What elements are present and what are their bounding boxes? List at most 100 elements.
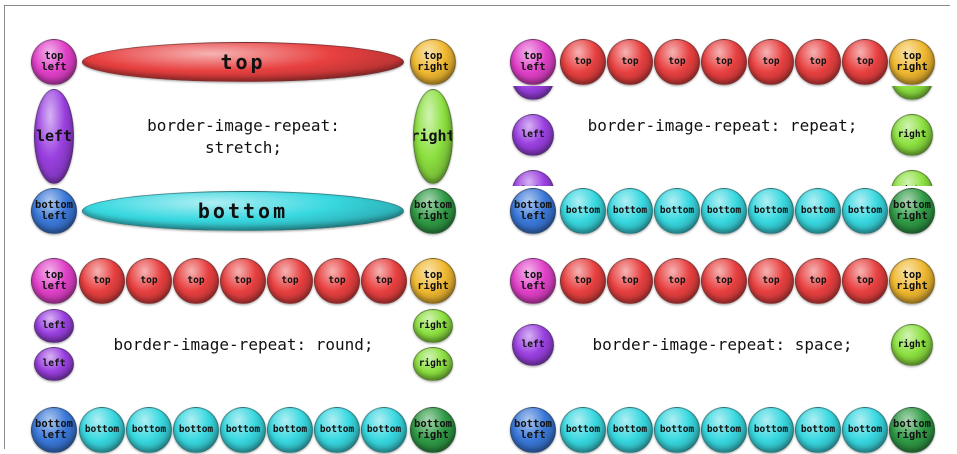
- demo-space: top left top right bottom left bottom right…: [510, 258, 935, 453]
- bottom-ball: bottom: [173, 407, 219, 453]
- bottom-label: bottom: [366, 424, 402, 436]
- bottom-left-label: bottom left: [35, 417, 73, 441]
- top-left-ball: top left: [510, 258, 556, 304]
- bottom-right-label: bottom right: [893, 198, 931, 222]
- top-ball: top: [126, 258, 172, 304]
- top-right-ball: top right: [889, 258, 935, 304]
- top-ball: top: [82, 42, 404, 82]
- top-label: top: [809, 275, 827, 287]
- top-label: top: [234, 275, 252, 287]
- top-left-ball: top left: [510, 39, 556, 85]
- bottom-label: bottom: [565, 424, 601, 436]
- bottom-right-label: bottom right: [414, 417, 452, 441]
- bottom-left-ball: bottom left: [510, 407, 556, 453]
- bottom-right-ball: bottom right: [410, 407, 456, 453]
- top-label: top: [574, 56, 592, 68]
- bottom-right-label: bottom right: [893, 417, 931, 441]
- top-label: top: [375, 275, 393, 287]
- right-ball: right: [413, 89, 453, 184]
- demo-repeat: top left top right bottom left bottom right…: [510, 39, 935, 234]
- top-label: top: [621, 56, 639, 68]
- top-left-label: top left: [520, 49, 546, 73]
- right-label: right: [418, 320, 448, 332]
- top-left-ball: top left: [31, 39, 77, 85]
- bottom-left-label: bottom left: [514, 417, 552, 441]
- left-ball: left: [512, 86, 554, 100]
- bottom-label: bottom: [565, 205, 601, 217]
- top-ball: top: [654, 39, 700, 85]
- right-label: right: [897, 339, 927, 351]
- right-ball: right: [891, 324, 933, 366]
- bottom-label: bottom: [753, 424, 789, 436]
- demo-round: top left top right bottom left bottom right…: [31, 258, 456, 453]
- top-left-label: top left: [41, 268, 67, 292]
- left-ball: left: [512, 114, 554, 156]
- bottom-label: bottom: [800, 424, 836, 436]
- bottom-label: bottom: [847, 205, 883, 217]
- top-ball: top: [560, 39, 606, 85]
- right-label: right: [897, 129, 927, 141]
- top-ball: top: [701, 258, 747, 304]
- demo-caption: border-image-repeat: space;: [592, 335, 853, 354]
- top-ball: top: [701, 39, 747, 85]
- left-label: left: [35, 126, 73, 145]
- top-ball: top: [267, 258, 313, 304]
- bottom-label: bottom: [847, 424, 883, 436]
- right-edge-clip: rightrightright: [889, 86, 935, 186]
- top-ball: top: [607, 39, 653, 85]
- bottom-label: bottom: [753, 205, 789, 217]
- left-ball: left: [34, 309, 74, 343]
- left-ball: left: [512, 324, 554, 366]
- bottom-ball: bottom: [361, 407, 407, 453]
- bottom-label: bottom: [84, 424, 120, 436]
- bottom-left-label: bottom left: [35, 198, 73, 222]
- top-label: top: [762, 275, 780, 287]
- bottom-left-ball: bottom left: [31, 188, 77, 234]
- bottom-ball: bottom: [748, 407, 794, 453]
- bottom-ball: bottom: [267, 407, 313, 453]
- top-left-label: top left: [41, 49, 67, 73]
- left-label: left: [42, 358, 66, 370]
- top-label: top: [668, 56, 686, 68]
- top-ball: top: [795, 39, 841, 85]
- left-ball: left: [34, 89, 74, 184]
- top-label: top: [762, 56, 780, 68]
- top-left-label: top left: [520, 268, 546, 292]
- bottom-ball: bottom: [654, 407, 700, 453]
- right-label: right: [414, 126, 453, 145]
- top-label: top: [328, 275, 346, 287]
- bottom-ball: bottom: [607, 188, 653, 234]
- bottom-label: bottom: [319, 424, 355, 436]
- top-label: top: [140, 275, 158, 287]
- bottom-label: bottom: [197, 198, 289, 223]
- top-label: top: [715, 275, 733, 287]
- left-label: left: [521, 129, 545, 141]
- bottom-ball: bottom: [748, 188, 794, 234]
- bottom-label: bottom: [706, 205, 742, 217]
- demo-stretch: top left top right bottom left bottom right…: [31, 39, 456, 234]
- left-label: left: [521, 339, 545, 351]
- bottom-ball: bottom: [701, 407, 747, 453]
- bottom-right-ball: bottom right: [410, 188, 456, 234]
- bottom-label: bottom: [659, 205, 695, 217]
- bottom-left-label: bottom left: [514, 198, 552, 222]
- bottom-left-ball: bottom left: [510, 188, 556, 234]
- bottom-label: bottom: [612, 205, 648, 217]
- right-ball: right: [413, 347, 453, 381]
- bottom-left-ball: bottom left: [31, 407, 77, 453]
- bottom-ball: bottom: [560, 407, 606, 453]
- top-label: top: [574, 275, 592, 287]
- bottom-ball: bottom: [701, 188, 747, 234]
- top-right-ball: top right: [410, 39, 456, 85]
- top-ball: top: [607, 258, 653, 304]
- top-label: top: [621, 275, 639, 287]
- top-right-label: top right: [896, 49, 928, 73]
- bottom-right-ball: bottom right: [889, 407, 935, 453]
- bottom-ball: bottom: [654, 188, 700, 234]
- left-ball: left: [34, 347, 74, 381]
- demo-caption: border-image-repeat: repeat;: [587, 116, 858, 135]
- top-ball: top: [795, 258, 841, 304]
- bottom-label: bottom: [612, 424, 648, 436]
- demo-caption: border-image-repeat: round;: [113, 335, 374, 354]
- bottom-ball: bottom: [842, 188, 888, 234]
